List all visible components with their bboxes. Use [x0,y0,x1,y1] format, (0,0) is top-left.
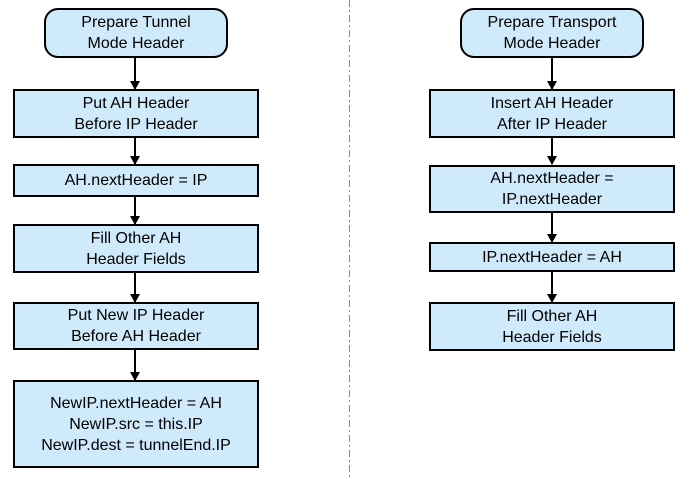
node-put-new-ip-header-before-ah: Put New IP Header Before AH Header [13,302,259,350]
flow-arrow-down-icon [547,213,557,243]
flow-arrow-down-icon [130,273,140,303]
node-prepare-transport-mode: Prepare Transport Mode Header [460,8,644,58]
node-fill-other-ah-header-fields: Fill Other AH Header Fields [13,224,259,273]
flow-arrow-down-icon [547,58,557,90]
node-fill-other-ah-header-fields-transport: Fill Other AH Header Fields [429,302,675,351]
flow-arrow-down-icon [130,197,140,225]
flow-arrow-down-icon [130,350,140,381]
flow-arrow-down-icon [130,58,140,90]
node-insert-ah-header-after-ip: Insert AH Header After IP Header [429,89,675,138]
node-ip-nextheader-equals-ah: IP.nextHeader = AH [429,242,675,272]
node-ah-nextheader-equals-ip-nextheader: AH.nextHeader = IP.nextHeader [429,165,675,213]
flow-arrow-down-icon [547,272,557,303]
node-ah-nextheader-equals-ip: AH.nextHeader = IP [13,164,259,197]
flow-arrow-down-icon [130,138,140,165]
node-newip-assignments: NewIP.nextHeader = AH NewIP.src = this.I… [13,380,259,468]
flow-arrow-down-icon [547,138,557,165]
node-prepare-tunnel-mode: Prepare Tunnel Mode Header [44,8,228,58]
node-put-ah-header-before-ip: Put AH Header Before IP Header [13,89,259,138]
column-divider-line [349,0,350,479]
